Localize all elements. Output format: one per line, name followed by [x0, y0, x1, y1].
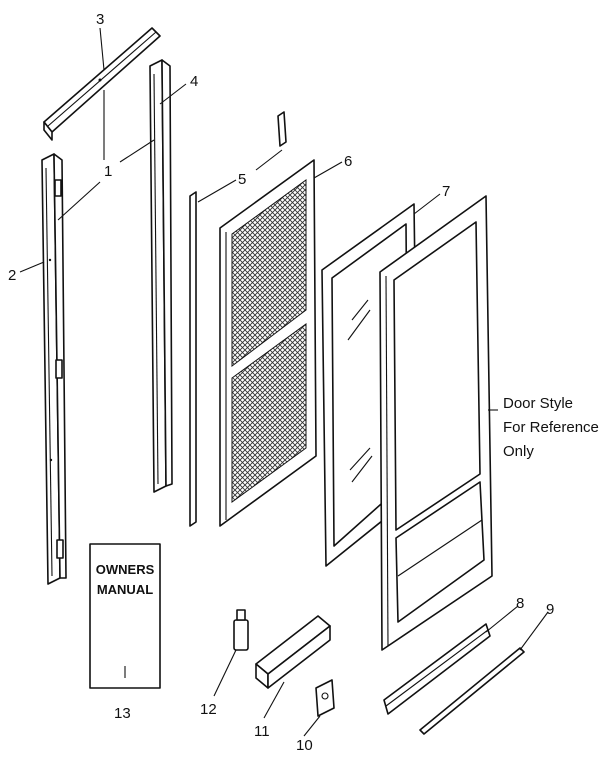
part-11-hardware-box	[255, 615, 331, 689]
part-12-lubricant-bottle	[233, 609, 249, 651]
callout-8: 8	[516, 595, 524, 612]
callout-3: 3	[96, 11, 104, 28]
callout-numbers: 3 1 4 2 5 6 7 8 9 10 11 12 13	[8, 11, 554, 754]
callout-13: 13	[114, 705, 131, 722]
part-5-expander-strip	[189, 111, 287, 527]
callout-11: 11	[254, 723, 270, 740]
note-line-2: For Reference	[503, 419, 599, 436]
part-13-owners-manual: OWNERS MANUAL	[89, 543, 161, 689]
part-8-door-sweep	[383, 623, 491, 715]
part-2-hinge-frame	[41, 153, 67, 585]
note-line-3: Only	[503, 443, 534, 460]
door-style-note: Door Style For Reference Only	[503, 395, 599, 460]
callout-6: 6	[344, 153, 352, 170]
part-10-handle-package	[315, 679, 335, 717]
callout-10: 10	[296, 737, 313, 754]
part-4-latch-frame	[149, 59, 173, 493]
note-line-1: Door Style	[503, 395, 573, 412]
part-6-screen-insert	[219, 159, 317, 527]
part-9-sweep-strip	[419, 647, 525, 735]
callout-7: 7	[442, 183, 450, 200]
callout-1: 1	[104, 163, 112, 180]
manual-line-1: OWNERS	[96, 562, 155, 577]
callout-2: 2	[8, 267, 16, 284]
part-3-top-rail	[43, 27, 161, 141]
callout-5: 5	[238, 171, 246, 188]
door-style-reference	[379, 195, 493, 651]
callout-4: 4	[190, 73, 198, 90]
leader-lines	[19, 27, 549, 737]
manual-line-2: MANUAL	[97, 582, 153, 597]
callout-9: 9	[546, 601, 554, 618]
callout-12: 12	[200, 701, 217, 718]
